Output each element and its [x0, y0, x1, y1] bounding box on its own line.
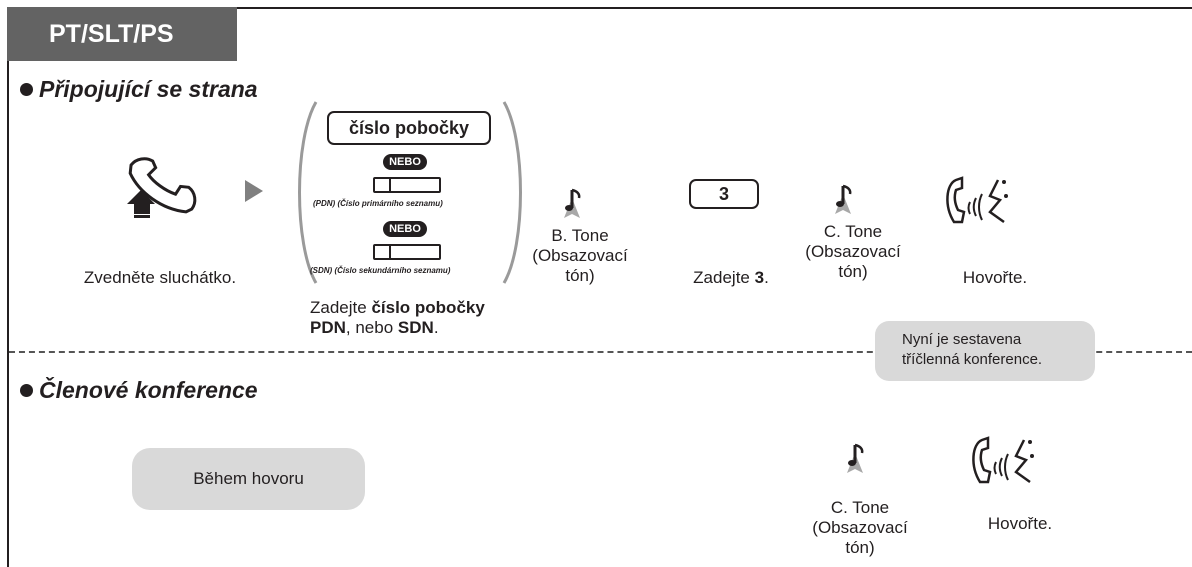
offhook-label: Zvedněte sluchátko. — [83, 268, 237, 287]
talk-label: Hovořte. — [962, 268, 1028, 287]
members-talk-label: Hovořte. — [987, 514, 1053, 533]
talking-handset-icon — [972, 436, 1034, 484]
dial-3-label: Zadejte 3. — [693, 268, 769, 287]
section-heading-conference-members: Členové konference — [20, 377, 258, 404]
key-3: 3 — [689, 179, 759, 209]
during-call-status: Během hovoru — [132, 448, 365, 510]
tone-note-icon — [835, 184, 852, 214]
dial-instruction: Zadejte číslo pobočky PDN, nebo SDN. — [310, 298, 485, 337]
tone-note-icon — [564, 188, 581, 218]
sdn-key-icon — [373, 244, 441, 260]
bullet-icon — [20, 384, 33, 397]
bullet-icon — [20, 83, 33, 96]
sdn-caption: (SDN) (Číslo sekundárního seznamu) — [310, 266, 451, 275]
talking-handset-icon — [946, 176, 1008, 224]
handset-off-hook-icon — [127, 157, 197, 218]
section-divider — [9, 351, 1192, 353]
or-badge: NEBO — [383, 154, 427, 170]
right-parenthesis — [502, 101, 522, 284]
diagram-frame — [7, 7, 1192, 567]
play-arrow-icon — [245, 180, 263, 202]
tab-title: PT/SLT/PS — [7, 7, 237, 61]
tone-note-icon — [847, 443, 864, 473]
or-badge: NEBO — [383, 221, 427, 237]
extension-number-key: číslo pobočky — [327, 111, 491, 145]
left-parenthesis — [298, 101, 318, 284]
pdn-key-icon — [373, 177, 441, 193]
section-heading-joining-party: Připojující se strana — [20, 76, 258, 103]
section-title: Připojující se strana — [39, 76, 258, 102]
pdn-caption: (PDN) (Číslo primárního seznamu) — [313, 199, 443, 208]
section-title: Členové konference — [39, 377, 258, 403]
